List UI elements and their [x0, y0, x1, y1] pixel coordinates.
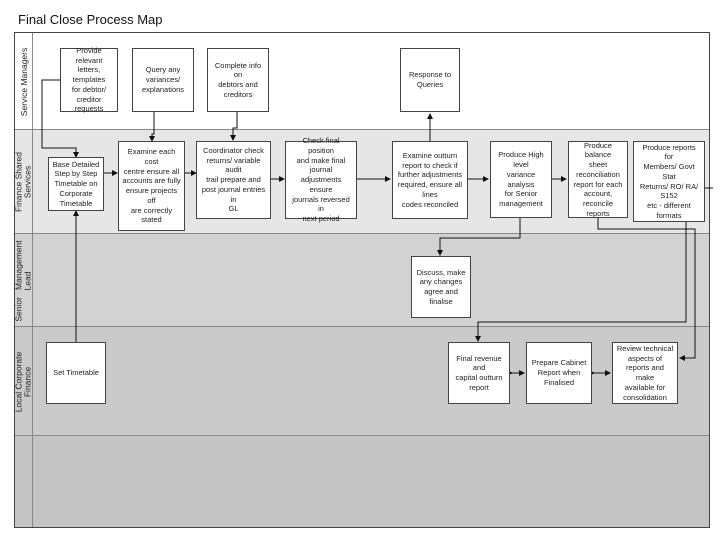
step-final-outturn-report: Final revenue and capital outturn report [448, 342, 510, 404]
step-prepare-cabinet-report: Prepare Cabinet Report when Finalised [526, 342, 592, 404]
step-query-variances: Query any variances/ explanations [132, 48, 194, 112]
connector-b3-b7 [230, 112, 238, 141]
step-provide-letters-templates: Provide relevant letters, templates for … [60, 46, 118, 113]
lane-label-local-corporate-finance: Local Corporate Finance [13, 327, 33, 436]
step-discuss-agree-finalise: Discuss, make any changes agree and fina… [411, 256, 471, 318]
step-examine-cost-centre: Examine each cost centre ensure all acco… [118, 141, 185, 231]
connector-b10-b13 [437, 218, 521, 256]
step-set-timetable: Set Timetable [46, 342, 106, 404]
lane-service-managers [15, 33, 709, 130]
lane-label-service-managers: Service Managers [15, 33, 33, 130]
connector-b11-b17 [597, 218, 696, 361]
connector-b2-b6 [149, 112, 155, 142]
connector-b12-b15 [475, 222, 687, 342]
lane-local-corporate-finance [15, 327, 709, 436]
step-review-technical-aspects: Review technical aspects of reports and … [612, 342, 678, 404]
step-complete-info-debtors-creditors: Complete info on debtors and creditors [207, 48, 269, 112]
process-map-frame [14, 32, 710, 528]
step-balance-sheet-reconciliation: Produce balance sheet reconciliation rep… [568, 141, 628, 218]
step-response-to-queries: Response to Queries [400, 48, 460, 112]
lane-empty [15, 436, 709, 527]
step-produce-reports-members: Produce reports for Members/ Govt Stat R… [633, 141, 705, 222]
step-coordinator-check-returns: Coordinator check returns/ variable audi… [196, 141, 271, 219]
step-check-final-position: Check final position and make final jour… [285, 136, 357, 223]
step-base-detailed-timetable: Base Detailed Step by Step Timetable on … [48, 157, 104, 211]
step-examine-outturn-report: Examine outturn report to check if furth… [392, 141, 468, 219]
lane-label-senior-management: Senior Management Lead [13, 234, 33, 327]
connector-b1-b5 [41, 79, 79, 158]
lane-senior-management [15, 234, 709, 327]
lane-label-empty [15, 436, 33, 527]
lane-label-finance-shared-services: Finance Shared Services [13, 130, 33, 234]
page-title: Final Close Process Map [18, 12, 163, 27]
step-high-level-variance-analysis: Produce High level variance analysis for… [490, 141, 552, 218]
